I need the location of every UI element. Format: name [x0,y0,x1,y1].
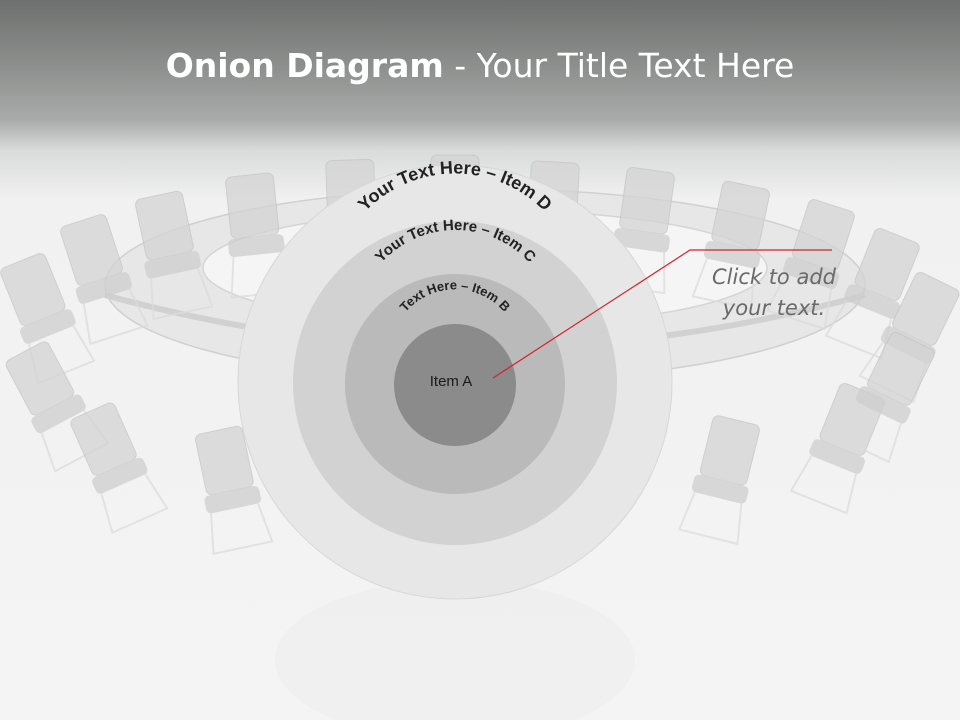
chair [766,199,855,331]
title-bold: Onion Diagram [165,46,444,85]
chair [691,180,770,311]
slide-title[interactable]: Onion Diagram - Your Title Text Here [0,46,960,85]
chair [5,341,110,473]
callout-text[interactable]: Click to add your text. [690,262,858,324]
callout-line-2: your text. [722,296,826,320]
chair [677,415,760,546]
core-a-label[interactable]: Item A [430,373,473,390]
chair [603,167,675,295]
callout-line-1: Click to add [711,265,836,289]
chair [60,214,149,346]
title-rest: - Your Title Text Here [443,46,795,85]
chair [195,425,274,556]
chair [833,332,935,464]
chair [135,190,214,321]
chair [0,253,96,385]
diagram-reflection [275,580,635,720]
callout-leader-line [492,249,832,379]
core-a [394,324,516,446]
chair [70,402,169,535]
